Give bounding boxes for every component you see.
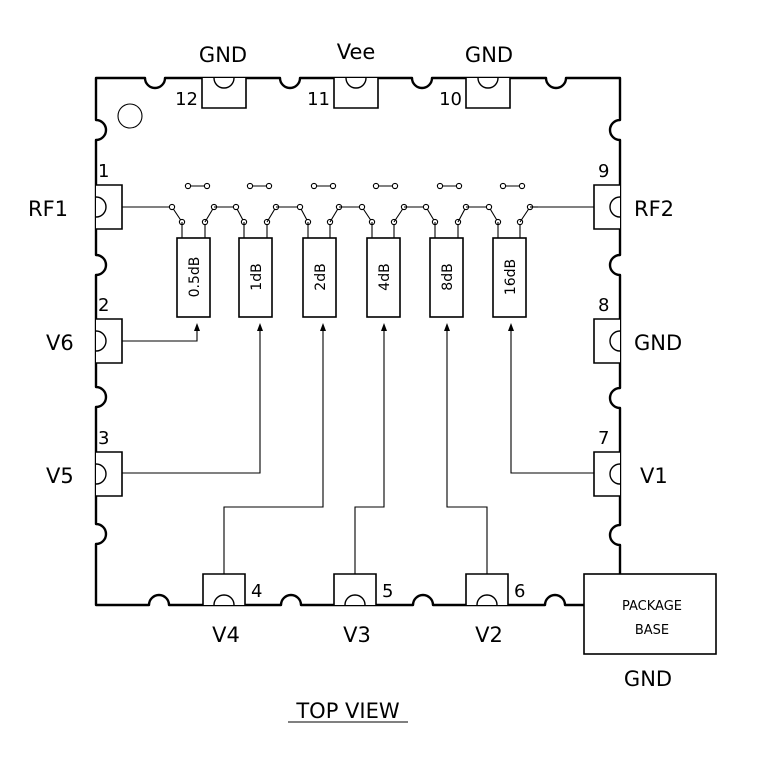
pin-10-number: 10 — [439, 89, 462, 110]
pin-7-name: V1 — [640, 464, 668, 488]
pad-5 — [333, 573, 377, 606]
stage-switch-6 — [485, 203, 538, 238]
attenuator-0.5dB: 0.5dB — [176, 237, 211, 318]
attenuator-label: 16dB — [503, 259, 519, 295]
arrow-icon — [257, 323, 263, 331]
attenuator-16dB: 16dB — [492, 237, 527, 318]
package-base: PACKAGE BASE GND — [583, 573, 717, 691]
package-base-label: GND — [624, 667, 672, 691]
pin-3-number: 3 — [98, 428, 109, 449]
stage-switch-1 — [168, 203, 236, 238]
v2-control-trace — [446, 329, 488, 574]
pin-6-number: 6 — [514, 581, 525, 602]
bypass-switches — [184, 182, 526, 190]
v4-control-trace — [223, 329, 324, 574]
stage-switch-3 — [296, 203, 362, 238]
arrow-icon — [508, 323, 514, 331]
pin-12-number: 12 — [175, 89, 198, 110]
pin-1-name: RF1 — [28, 197, 68, 221]
pin-9-name: RF2 — [634, 197, 674, 221]
stage-switch-2 — [232, 203, 300, 238]
attenuator-label: 0.5dB — [187, 257, 203, 298]
pad-10 — [465, 77, 511, 109]
pin-11-name: Vee — [337, 40, 376, 64]
attenuator-4dB: 4dB — [366, 237, 401, 318]
v6-control-trace — [122, 329, 198, 342]
attenuator-label: 8dB — [440, 263, 456, 290]
pad-9 — [593, 184, 621, 230]
pin-5-number: 5 — [382, 581, 393, 602]
pin1-marker-circle — [117, 103, 143, 129]
pad-8 — [593, 318, 621, 364]
pin-4-number: 4 — [251, 581, 262, 602]
pad-7 — [593, 451, 621, 497]
pin-4-name: V4 — [212, 623, 240, 647]
pin-2-name: V6 — [46, 331, 74, 355]
attenuator-label: 4dB — [377, 263, 393, 290]
stage-switch-5 — [422, 203, 489, 238]
pin-8-number: 8 — [598, 295, 609, 316]
pin-12-name: GND — [199, 43, 247, 67]
package-base-line1: PACKAGE — [622, 599, 682, 614]
pin-1-number: 1 — [98, 161, 109, 182]
pin-7-number: 7 — [598, 428, 609, 449]
pin-8-name: GND — [634, 331, 682, 355]
v1-control-trace — [510, 329, 594, 474]
pad-1 — [95, 184, 123, 230]
pin-9-number: 9 — [598, 161, 609, 182]
attenuator-label: 1dB — [249, 263, 265, 290]
attenuator-1dB: 1dB — [238, 237, 273, 318]
pin-2-number: 2 — [98, 295, 109, 316]
caption-top-view: TOP VIEW — [295, 699, 400, 723]
pad-4 — [202, 573, 246, 606]
pad-3 — [95, 451, 123, 497]
attenuator-8dB: 8dB — [429, 237, 464, 318]
attenuator-label: 2dB — [313, 263, 329, 290]
pad-11 — [333, 77, 379, 109]
pin-5-name: V3 — [343, 623, 371, 647]
pad-2 — [95, 318, 123, 364]
arrow-icon — [381, 323, 387, 331]
arrow-icon — [320, 323, 326, 331]
v5-control-trace — [122, 329, 261, 474]
package-base-line2: BASE — [635, 623, 669, 638]
control-traces — [122, 323, 594, 574]
attenuator-2dB: 2dB — [302, 237, 337, 318]
pad-12 — [201, 77, 247, 109]
arrow-icon — [194, 323, 200, 331]
pad-6 — [465, 573, 509, 606]
pin-6-name: V2 — [475, 623, 503, 647]
pin-3-name: V5 — [46, 464, 74, 488]
stage-switch-4 — [358, 203, 426, 238]
rf-switch-chain — [122, 182, 594, 238]
v3-control-trace — [354, 329, 385, 574]
pin-11-number: 11 — [307, 89, 330, 110]
arrow-icon — [444, 323, 450, 331]
pin-10-name: GND — [465, 43, 513, 67]
